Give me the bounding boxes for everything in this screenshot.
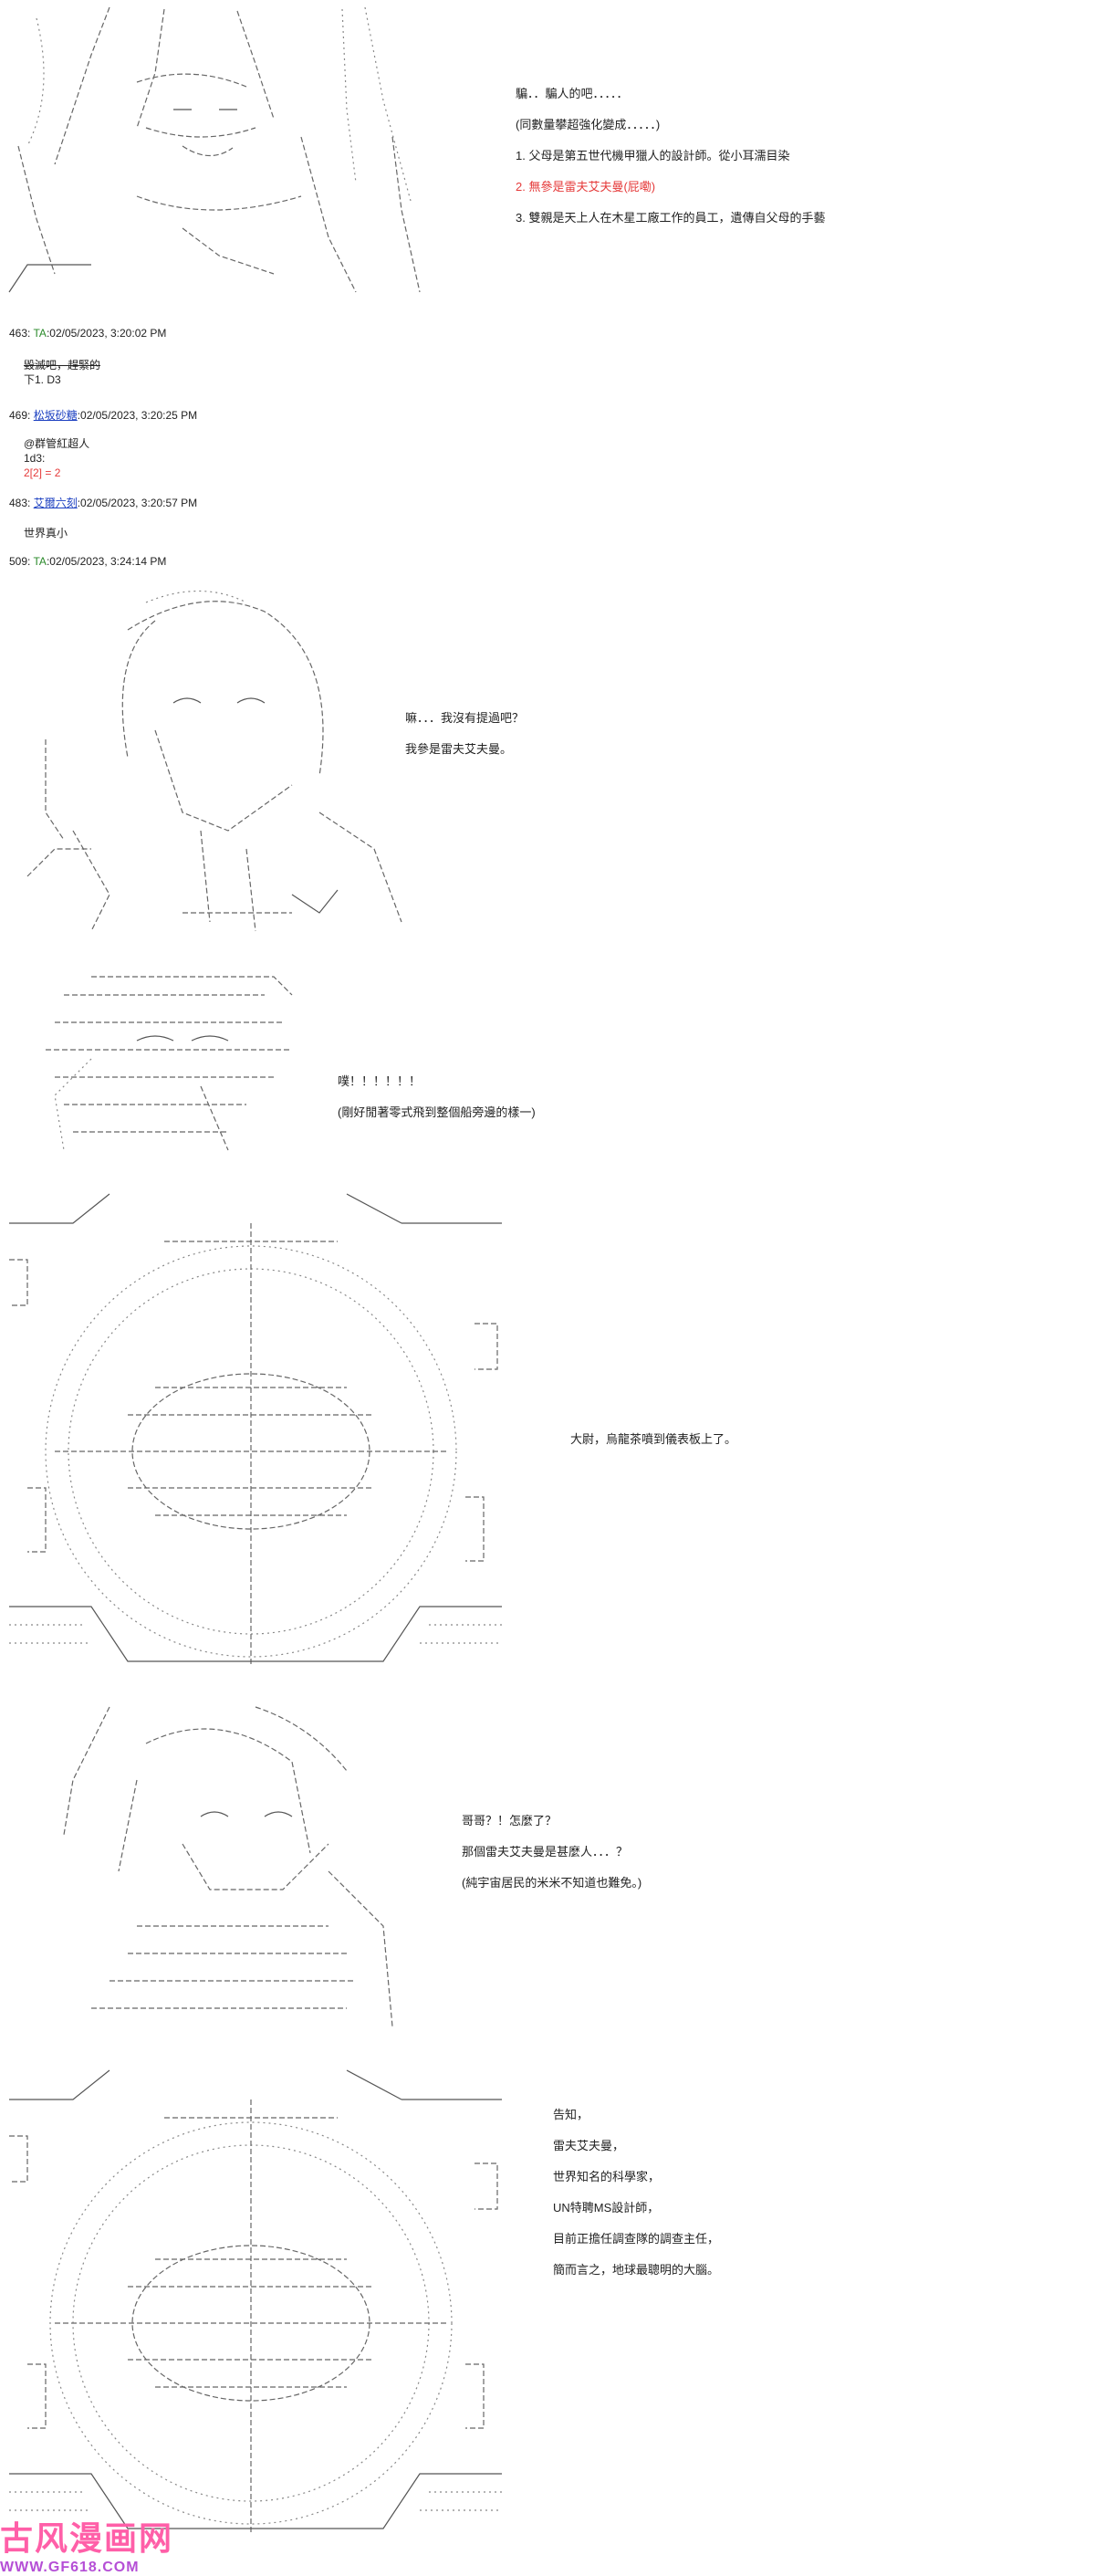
dialog-line: 我參是雷夫艾夫曼。 — [405, 742, 513, 756]
ascii-art-panel-2 — [18, 575, 420, 940]
post-body: @群管紅超人 1d3: 2[2] = 2 — [24, 436, 89, 480]
panel-1-dialog: 騙．．騙人的吧．．．．． (同數量攀超強化變成．．．．．) 1. 父母是第五世代… — [516, 79, 825, 234]
post-header: 469: 松坂砂糖:02/05/2023, 3:20:25 PM — [9, 409, 198, 422]
post-header: 483: 艾爾六刻:02/05/2023, 3:20:57 PM — [9, 497, 198, 509]
post-header: 509: TA:02/05/2023, 3:24:14 PM — [9, 555, 167, 568]
dialog-line: 嘛．．．我沒有提過吧？ — [405, 711, 525, 725]
panel-5-dialog: 哥哥？！怎麼了？ 那個雷夫艾夫曼是甚麼人．．．？ (純宇宙居民的米米不知道也難免… — [462, 1806, 641, 1899]
post-line: 世界真小 — [24, 527, 68, 539]
post-date: :02/05/2023, 3:24:14 PM — [46, 555, 167, 568]
ascii-art-panel-6 — [0, 2063, 511, 2538]
post-line: 下1. D3 — [24, 373, 61, 386]
panel-3-dialog: 噗！！！！！！ (剛好閒著零式飛到整個船旁邊的樣一) — [338, 1066, 536, 1128]
dialog-line: 1. 父母是第五世代機甲獵人的設計師。從小耳濡目染 — [516, 149, 790, 162]
dialog-line: 世界知名的科學家， — [553, 2170, 661, 2183]
dice-result: 2[2] = 2 — [24, 466, 61, 479]
dialog-line: 騙．．騙人的吧．．．．． — [516, 87, 629, 100]
dialog-line: 雷夫艾夫曼， — [553, 2139, 625, 2152]
post-line: @群管紅超人 — [24, 437, 90, 450]
post-body: 世界真小 — [24, 526, 68, 540]
ascii-art-panel-1 — [0, 0, 456, 301]
post-header: 463: TA:02/05/2023, 3:20:02 PM — [9, 327, 167, 340]
dialog-line: 告知， — [553, 2108, 589, 2121]
post-author: TA — [33, 555, 47, 568]
dialog-line: 噗！！！！！！ — [338, 1074, 422, 1088]
dialog-line: 3. 雙親是天上人在木星工廠工作的員工，遺傳自父母的手藝 — [516, 211, 826, 225]
ascii-art-panel-4 — [0, 1187, 511, 1670]
ascii-art-panel-5 — [55, 1689, 420, 2036]
post-date: :02/05/2023, 3:20:57 PM — [77, 497, 198, 509]
post-author: TA — [33, 327, 47, 340]
dialog-line: 哥哥？！怎麼了？ — [462, 1814, 558, 1827]
dialog-line: 簡而言之，地球最聰明的大腦。 — [553, 2263, 720, 2277]
post-date: :02/05/2023, 3:20:02 PM — [46, 327, 167, 340]
panel-2-dialog: 嘛．．．我沒有提過吧？ 我參是雷夫艾夫曼。 — [405, 703, 524, 765]
post-number: 469 — [9, 409, 28, 422]
watermark-url: WWW.GF618.COM — [0, 2560, 140, 2575]
dialog-line: 大尉，烏龍茶噴到儀表板上了。 — [570, 1432, 737, 1446]
panel-4-dialog: 大尉，烏龍茶噴到儀表板上了。 — [570, 1424, 736, 1455]
post-date: :02/05/2023, 3:20:25 PM — [77, 409, 198, 422]
watermark-title: 古风漫画网 — [0, 2519, 174, 2558]
post-number: 463 — [9, 327, 28, 340]
dialog-line: (純宇宙居民的米米不知道也難免。) — [462, 1876, 642, 1890]
post-body: 毀滅吧，趕緊的 下1. D3 — [24, 358, 100, 387]
dialog-line-highlighted: 2. 無參是雷夫艾夫曼(屁嘞) — [516, 180, 656, 194]
dialog-line: (剛好閒著零式飛到整個船旁邊的樣一) — [338, 1105, 536, 1119]
dialog-line: 目前正擔任調查隊的調查主任， — [553, 2232, 720, 2246]
dialog-line: UN特聘MS設計師， — [553, 2201, 660, 2215]
dialog-line: 那個雷夫艾夫曼是甚麼人．．．？ — [462, 1845, 629, 1859]
post-line: 1d3: — [24, 452, 46, 465]
dialog-line: (同數量攀超強化變成．．．．．) — [516, 118, 661, 131]
post-number: 483 — [9, 497, 28, 509]
post-line: 毀滅吧，趕緊的 — [24, 359, 101, 372]
post-author-link[interactable]: 松坂砂糖 — [33, 409, 78, 422]
post-number: 509 — [9, 555, 28, 568]
ascii-art-panel-3 — [36, 968, 310, 1168]
post-author-link[interactable]: 艾爾六刻 — [33, 497, 78, 509]
panel-6-dialog: 告知， 雷夫艾夫曼， 世界知名的科學家， UN特聘MS設計師， 目前正擔任調查隊… — [553, 2100, 719, 2286]
site-watermark: 古风漫画网 WWW.GF618.COM — [0, 2512, 173, 2576]
